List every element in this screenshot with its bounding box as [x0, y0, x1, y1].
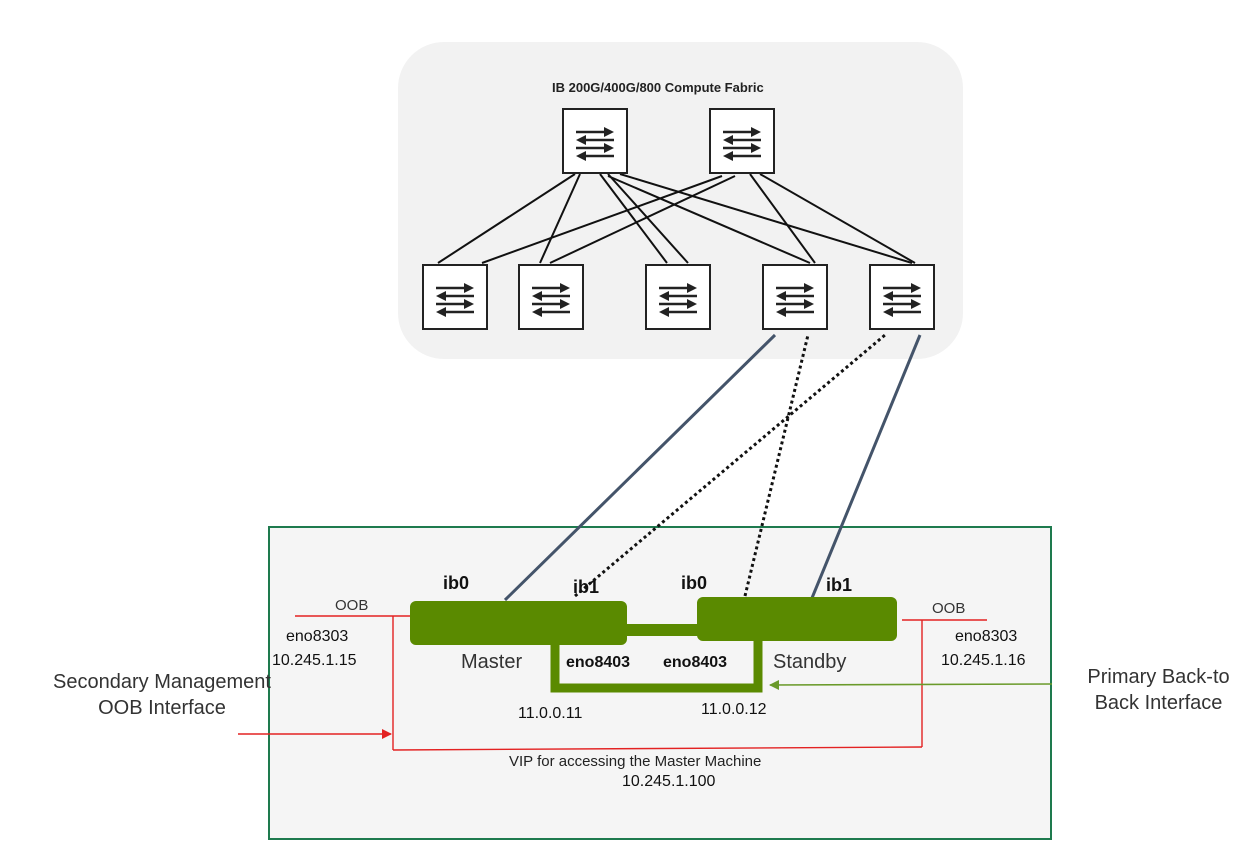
cluster-frame: [268, 526, 1052, 840]
leaf-switch-4-icon: [762, 264, 828, 330]
oob-network: [295, 615, 987, 751]
master-label: Master: [461, 651, 523, 673]
fabric-title: IB 200G/400G/800 Compute Fabric: [552, 80, 764, 95]
fabric-links: [437, 173, 916, 264]
vip-ip: 10.245.1.100: [622, 773, 716, 790]
leaf-switch-1-icon: [422, 264, 488, 330]
master-ib0-label: ib0: [443, 573, 470, 593]
back-to-back-link: [550, 624, 763, 693]
primary-annotation: Primary Back-to Back Interface: [1087, 666, 1230, 714]
master-oob-label: OOB: [335, 597, 369, 614]
standby-label: Standby: [773, 651, 847, 673]
primary-arrow: [769, 679, 1053, 690]
master-oob-iface: eno8303: [286, 628, 349, 645]
master-b2b-ip: 11.0.0.11: [518, 705, 583, 722]
master-ib1-label: ib1: [573, 577, 600, 597]
standby-b2b-iface: eno8403: [663, 654, 728, 671]
standby-oob-iface: eno8303: [955, 628, 1018, 645]
master-server: [410, 601, 627, 645]
standby-b2b-ip: 11.0.0.12: [701, 701, 767, 718]
standby-ib1-label: ib1: [826, 575, 853, 595]
standby-server: [697, 597, 897, 641]
spine-switch-2-icon: [709, 108, 775, 174]
leaf-switch-3-icon: [645, 264, 711, 330]
leaf-switch-5-icon: [869, 264, 935, 330]
secondary-annotation: Secondary Management OOB Interface: [53, 671, 271, 719]
standby-oob-ip: 10.245.1.16: [941, 652, 1026, 669]
master-b2b-iface: eno8403: [566, 654, 631, 671]
leaf-switch-2-icon: [518, 264, 584, 330]
vip-label: VIP for accessing the Master Machine: [509, 753, 762, 770]
ib-uplinks: [503, 333, 922, 602]
spine-switch-1-icon: [562, 108, 628, 174]
standby-oob-label: OOB: [932, 600, 966, 617]
standby-ib0-label: ib0: [681, 573, 708, 593]
master-oob-ip: 10.245.1.15: [272, 652, 357, 669]
